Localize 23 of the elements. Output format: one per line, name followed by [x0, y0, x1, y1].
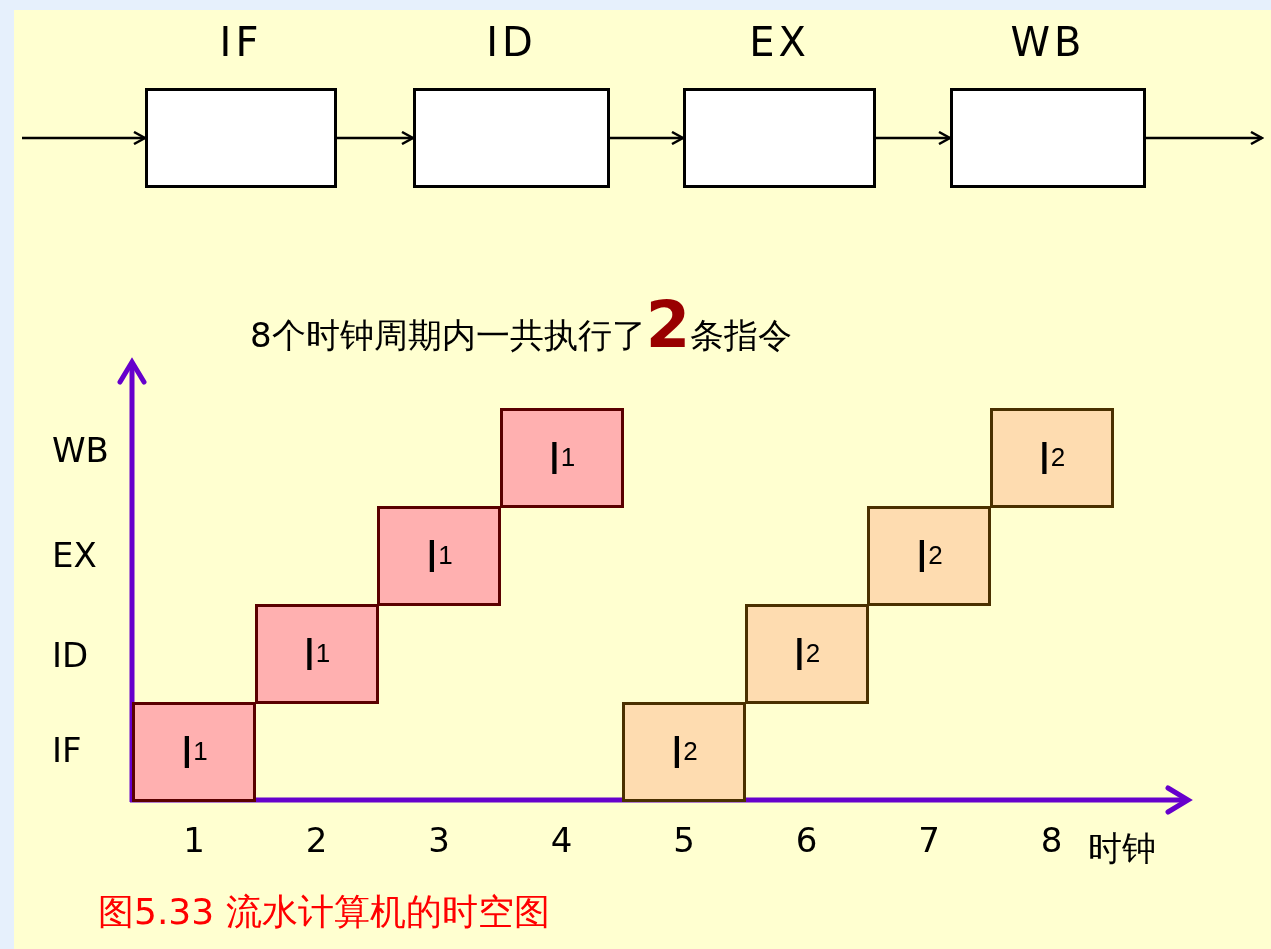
tick-label: 6 — [795, 820, 818, 860]
axis-label: EX — [52, 535, 97, 575]
arrow — [610, 130, 685, 146]
stage-label: IF — [218, 20, 264, 64]
arrow — [337, 130, 415, 146]
arrow — [1146, 130, 1264, 146]
tick-label: 4 — [550, 820, 573, 860]
stage-label: EX — [748, 20, 811, 64]
axis-title: 时钟 — [1088, 828, 1156, 868]
tick-label: 2 — [305, 820, 328, 860]
figure-caption: 图5.33 流水计算机的时空图 — [98, 890, 550, 934]
stage-label: ID — [485, 20, 538, 64]
axis-label: ID — [52, 635, 89, 675]
tick-label: 8 — [1040, 820, 1063, 860]
axis-label: WB — [52, 430, 109, 470]
tick-label: 1 — [183, 820, 205, 860]
tick-label: 5 — [673, 820, 695, 860]
axis-label: IF — [52, 730, 82, 770]
arrow — [876, 130, 952, 146]
tick-label: 7 — [918, 820, 940, 860]
arrow — [22, 130, 147, 146]
stage-label: WB — [1009, 20, 1087, 64]
tick-label: 3 — [428, 820, 450, 860]
